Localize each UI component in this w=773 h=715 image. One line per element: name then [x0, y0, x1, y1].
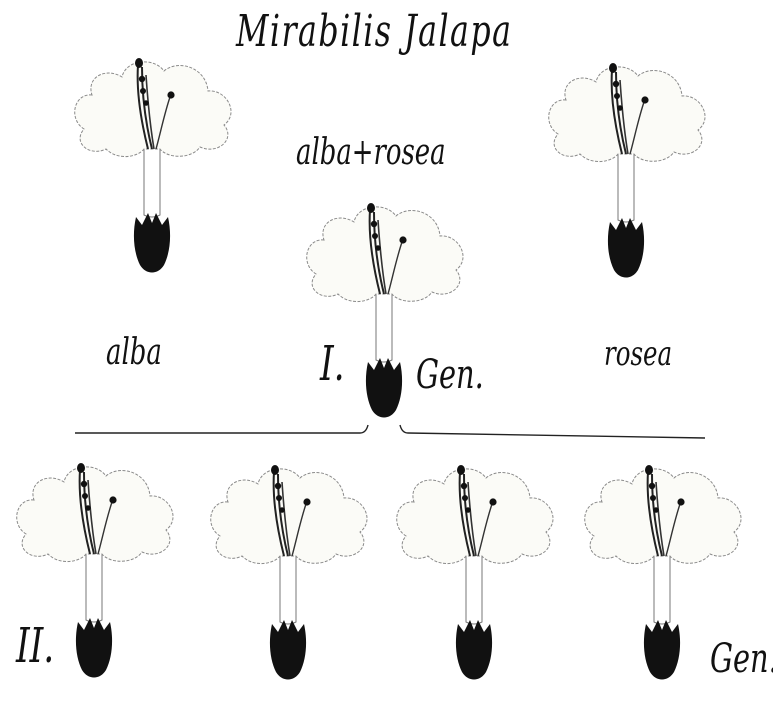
parent-label-rosea: rosea — [604, 334, 672, 374]
second-generation-word: Gen. — [710, 636, 773, 682]
branch-line-left — [75, 425, 368, 433]
branch-line-right — [400, 425, 705, 438]
flower-rosea-parent — [549, 63, 705, 278]
first-generation-word: Gen. — [416, 352, 484, 398]
diagram-title: Mirabilis Jalapa — [236, 6, 512, 57]
first-generation-number: I. — [320, 336, 345, 392]
cross-label: alba+rosea — [296, 132, 446, 173]
second-generation-number: II. — [16, 618, 54, 674]
flower-alba-parent — [75, 58, 231, 273]
flower-second-generation-2 — [211, 465, 367, 680]
flower-second-generation-3 — [397, 465, 553, 680]
parent-label-alba: alba — [106, 332, 162, 373]
